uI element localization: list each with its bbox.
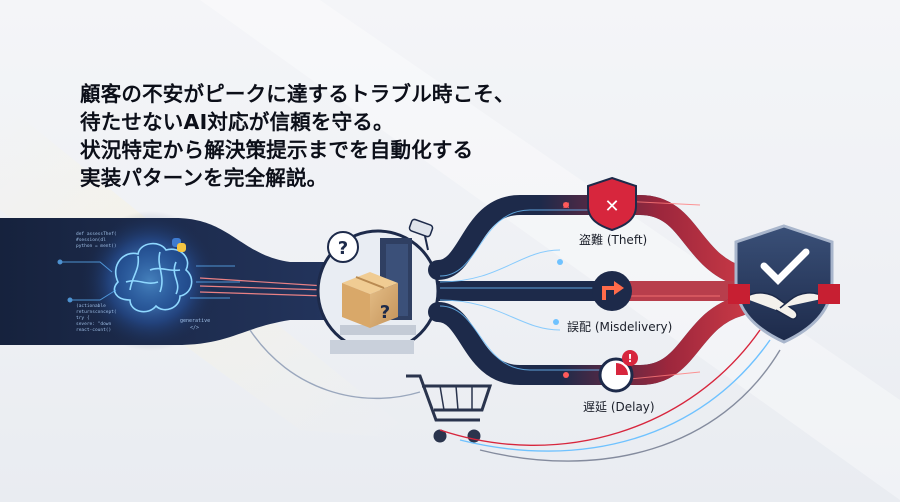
code-line: try { xyxy=(76,316,90,321)
question-bubble: ? xyxy=(327,231,359,263)
code-line: python = ment() xyxy=(76,244,117,249)
headline-line-4: 実装パターンを完全解説。 xyxy=(80,166,328,190)
code-line: def assessThef( xyxy=(76,232,117,237)
branch-flows xyxy=(428,195,750,385)
security-camera-icon xyxy=(408,218,434,251)
motion-swooshes xyxy=(249,329,781,462)
headline-line-2: 待たせないAI対応が信頼を守る。 xyxy=(80,110,394,134)
headline: 顧客の不安がピークに達するトラブル時こそ、 待たせないAI対応が信頼を守る。 状… xyxy=(80,80,600,192)
code-line xyxy=(76,256,146,304)
code-line: (actionable xyxy=(76,304,106,309)
question-mark-box: ? xyxy=(380,302,390,323)
misdelivery-icon xyxy=(592,271,632,311)
ai-brain-panel xyxy=(0,211,330,351)
headline-line-1: 顧客の不安がピークに達するトラブル時こそ、 xyxy=(80,82,515,106)
generative-tag: generative </> xyxy=(180,318,211,331)
package-scene: ? ? xyxy=(316,218,440,353)
package-box-icon xyxy=(342,272,398,328)
pedestal xyxy=(330,340,414,354)
headline-line-3: 状況特定から解決策提示までを自動化する xyxy=(80,138,474,162)
question-mark-bubble: ? xyxy=(338,238,348,259)
delay-alert-mark: ! xyxy=(627,352,632,365)
branch-label-theft: 盗難 (Theft) xyxy=(579,233,648,247)
handshake-icon xyxy=(728,284,840,320)
theft-shield-icon: ✕ xyxy=(587,176,637,232)
code-snippet: def assessThef( #session(dl python = men… xyxy=(76,232,146,334)
trust-shield-icon xyxy=(728,224,840,344)
python-logo-icon xyxy=(172,238,186,252)
code-line: returnsconcept( xyxy=(76,310,117,315)
svg-text:✕: ✕ xyxy=(604,196,619,217)
shopping-cart-icon xyxy=(406,374,493,443)
code-line: severe: "down xyxy=(76,322,112,327)
x-mark-icon: ✕ xyxy=(562,201,570,212)
delay-clock-icon: ! xyxy=(598,350,638,393)
code-line: #session(dl xyxy=(76,238,106,243)
branch-label-misdelivery: 誤配 (Misdelivery) xyxy=(567,320,673,334)
brain-icon xyxy=(113,242,193,313)
flow-nodes xyxy=(553,202,569,378)
branch-label-delay: 遅延 (Delay) xyxy=(583,400,655,414)
code-line: react-count() xyxy=(76,328,112,333)
